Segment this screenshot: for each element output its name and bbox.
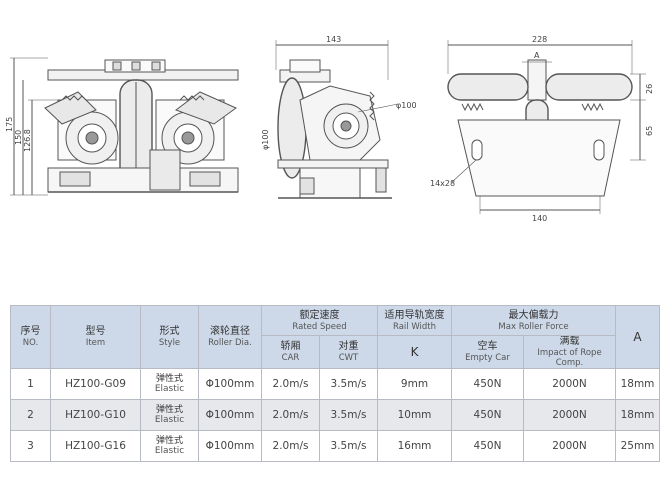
header-roller-en: Roller Dia.	[208, 338, 252, 348]
cell-style: 弹性式 Elastic	[140, 399, 199, 431]
dim-front-150: 150	[14, 130, 23, 145]
dim-front-126-8: 126.8	[23, 129, 32, 152]
cell-empty: 450N	[451, 399, 524, 431]
header-empty: 空车 Empty Car	[451, 335, 524, 369]
header-speed-en: Rated Speed	[292, 321, 347, 332]
header-style-en: Style	[158, 338, 181, 348]
cell-rail: 10mm	[377, 399, 452, 431]
header-force-zh: 最大偏载力	[508, 309, 559, 321]
cell-empty: 450N	[451, 430, 524, 462]
cell-rail: 16mm	[377, 430, 452, 462]
side-view	[275, 40, 399, 199]
dim-side-phi100-right: φ100	[396, 101, 417, 110]
header-empty-zh: 空车	[477, 341, 498, 352]
header-force-en: Max Roller Force	[498, 321, 569, 332]
cell-roller: Φ100mm	[198, 430, 262, 462]
header-style-zh: 形式	[159, 326, 180, 337]
cell-style-en: Elastic	[154, 446, 185, 456]
header-car: 轿厢 CAR	[261, 335, 320, 369]
dim-end-140: 140	[532, 214, 547, 223]
cell-no: 3	[10, 430, 51, 462]
table-row: 1 HZ100-G09 弹性式 Elastic Φ100mm 2.0m/s 3.…	[10, 368, 660, 400]
cell-item: HZ100-G10	[50, 399, 141, 431]
cell-item: HZ100-G09	[50, 368, 141, 400]
header-full: 满载 Impact of Rope Comp.	[523, 335, 616, 369]
cell-style-en: Elastic	[154, 415, 185, 425]
header-speed: 额定速度 Rated Speed	[261, 305, 378, 336]
dim-side-phi100-left: φ100	[261, 129, 270, 150]
cell-cwt: 3.5m/s	[319, 368, 378, 400]
cell-style: 弹性式 Elastic	[140, 368, 199, 400]
cell-roller: Φ100mm	[198, 368, 262, 400]
header-roller-zh: 滚轮直径	[210, 326, 250, 337]
cell-cwt: 3.5m/s	[319, 430, 378, 462]
header-full-en: Impact of Rope Comp.	[537, 348, 602, 368]
cell-cwt: 3.5m/s	[319, 399, 378, 431]
dim-front-175: 175	[5, 117, 14, 132]
cell-rail: 9mm	[377, 368, 452, 400]
cell-a: 18mm	[615, 399, 660, 431]
cell-style: 弹性式 Elastic	[140, 430, 199, 462]
header-no-zh: 序号	[20, 326, 41, 337]
cell-a: 18mm	[615, 368, 660, 400]
cell-style-zh: 弹性式	[155, 405, 183, 415]
cell-item: HZ100-G16	[50, 430, 141, 462]
table-row: 2 HZ100-G10 弹性式 Elastic Φ100mm 2.0m/s 3.…	[10, 399, 660, 431]
end-view	[447, 40, 646, 214]
header-empty-en: Empty Car	[465, 353, 510, 363]
cell-car: 2.0m/s	[261, 399, 320, 431]
front-view	[10, 57, 239, 196]
header-rail-zh: 适用导轨宽度	[384, 309, 445, 321]
header-full-zh: 满载	[559, 336, 580, 348]
cell-roller: Φ100mm	[198, 399, 262, 431]
header-roller: 滚轮直径 Roller Dia.	[198, 305, 262, 369]
header-speed-zh: 额定速度	[299, 309, 340, 321]
dim-side-143: 143	[326, 35, 341, 44]
header-cwt: 对重 CWT	[319, 335, 378, 369]
header-item: 型号 Item	[50, 305, 141, 369]
cell-no: 1	[10, 368, 51, 400]
header-rail: 适用导轨宽度 Rail Width	[377, 305, 452, 336]
header-no-en: NO.	[22, 338, 39, 348]
cell-car: 2.0m/s	[261, 368, 320, 400]
dim-end-228: 228	[532, 35, 547, 44]
header-rail-en: Rail Width	[392, 321, 437, 332]
technical-drawing: 175 150 126.8 143 φ100 φ100 228 A 26 65 …	[5, 35, 654, 223]
header-a: A	[615, 305, 660, 369]
header-k: K	[377, 335, 452, 369]
header-force: 最大偏载力 Max Roller Force	[451, 305, 616, 336]
header-item-zh: 型号	[85, 326, 106, 337]
cell-empty: 450N	[451, 368, 524, 400]
dim-end-A: A	[534, 51, 540, 60]
header-item-en: Item	[85, 338, 106, 348]
header-cwt-zh: 对重	[338, 341, 359, 352]
header-car-en: CAR	[281, 353, 300, 363]
cell-full: 2000N	[523, 430, 616, 462]
cell-full: 2000N	[523, 399, 616, 431]
spec-table: 序号 NO. 型号 Item 形式 Style 滚轮直径 Roller Dia.…	[10, 305, 660, 462]
dim-end-65: 65	[645, 126, 654, 136]
cell-full: 2000N	[523, 368, 616, 400]
cell-style-zh: 弹性式	[155, 436, 183, 446]
header-style: 形式 Style	[140, 305, 199, 369]
dim-end-26: 26	[645, 84, 654, 94]
header-car-zh: 轿厢	[280, 341, 301, 352]
header-no: 序号 NO.	[10, 305, 51, 369]
cell-no: 2	[10, 399, 51, 431]
cell-a: 25mm	[615, 430, 660, 462]
cell-style-en: Elastic	[154, 384, 185, 394]
header-cwt-en: CWT	[338, 353, 359, 363]
cell-style-zh: 弹性式	[155, 374, 183, 384]
dim-end-14x28: 14x28	[430, 179, 455, 188]
cell-car: 2.0m/s	[261, 430, 320, 462]
table-row: 3 HZ100-G16 弹性式 Elastic Φ100mm 2.0m/s 3.…	[10, 430, 660, 462]
